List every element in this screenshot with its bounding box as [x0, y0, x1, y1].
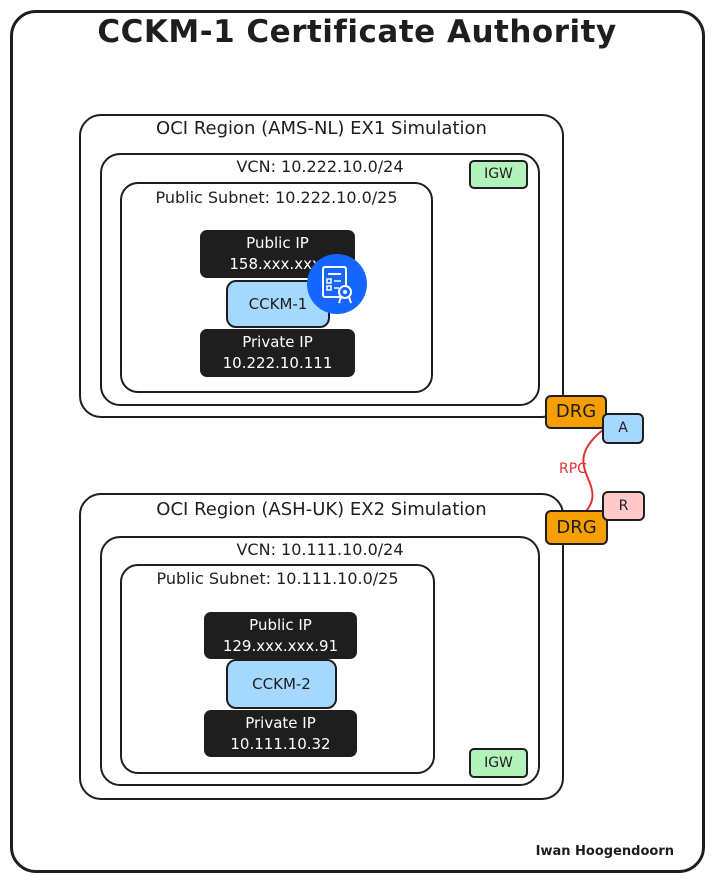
- drg-ash-uk[interactable]: DRG: [545, 510, 608, 545]
- private-ip-ams-nl-value: 10.222.10.111: [222, 354, 333, 372]
- private-ip-ash-uk-value: 10.111.10.32: [230, 735, 331, 753]
- private-ip-ams-nl-label: Private IP: [242, 333, 313, 351]
- outer-frame: [10, 10, 705, 873]
- drg-ams-nl[interactable]: DRG: [545, 395, 607, 429]
- public-ip-ash-uk-label: Public IP: [249, 616, 312, 634]
- drg-ams-nl-tag-a: A: [602, 413, 644, 444]
- public-ip-ams-nl-value: 158.xxx.xxx.: [229, 255, 326, 273]
- rpc-label: RPC: [559, 461, 587, 477]
- subnet-ash-uk-label: Public Subnet: 10.111.10.0/25: [156, 569, 399, 588]
- vcn-ams-nl-label: VCN: 10.222.10.0/24: [236, 157, 404, 176]
- region-ams-nl-label: OCI Region (AMS-NL) EX1 Simulation: [156, 118, 487, 139]
- public-ip-ash-uk[interactable]: Public IP 129.xxx.xxx.91: [204, 612, 357, 659]
- author-credit: Iwan Hoogendoorn: [535, 844, 674, 859]
- node-cckm-2[interactable]: CCKM-2: [226, 659, 337, 709]
- subnet-ams-nl-label: Public Subnet: 10.222.10.0/25: [155, 188, 398, 207]
- public-ip-ash-uk-value: 129.xxx.xxx.91: [222, 637, 339, 655]
- igw-ash-uk[interactable]: IGW: [469, 748, 528, 778]
- private-ip-ams-nl[interactable]: Private IP 10.222.10.111: [200, 329, 355, 377]
- drg-ash-uk-tag-r: R: [602, 491, 645, 521]
- public-ip-ams-nl-label: Public IP: [246, 234, 309, 252]
- diagram-title: CCKM-1 Certificate Authority: [97, 14, 617, 50]
- private-ip-ash-uk[interactable]: Private IP 10.111.10.32: [204, 710, 357, 757]
- private-ip-ash-uk-label: Private IP: [245, 714, 316, 732]
- certificate-icon: [307, 254, 367, 314]
- vcn-ash-uk-label: VCN: 10.111.10.0/24: [236, 540, 404, 559]
- igw-ams-nl[interactable]: IGW: [469, 160, 528, 189]
- region-ash-uk-label: OCI Region (ASH-UK) EX2 Simulation: [156, 499, 487, 520]
